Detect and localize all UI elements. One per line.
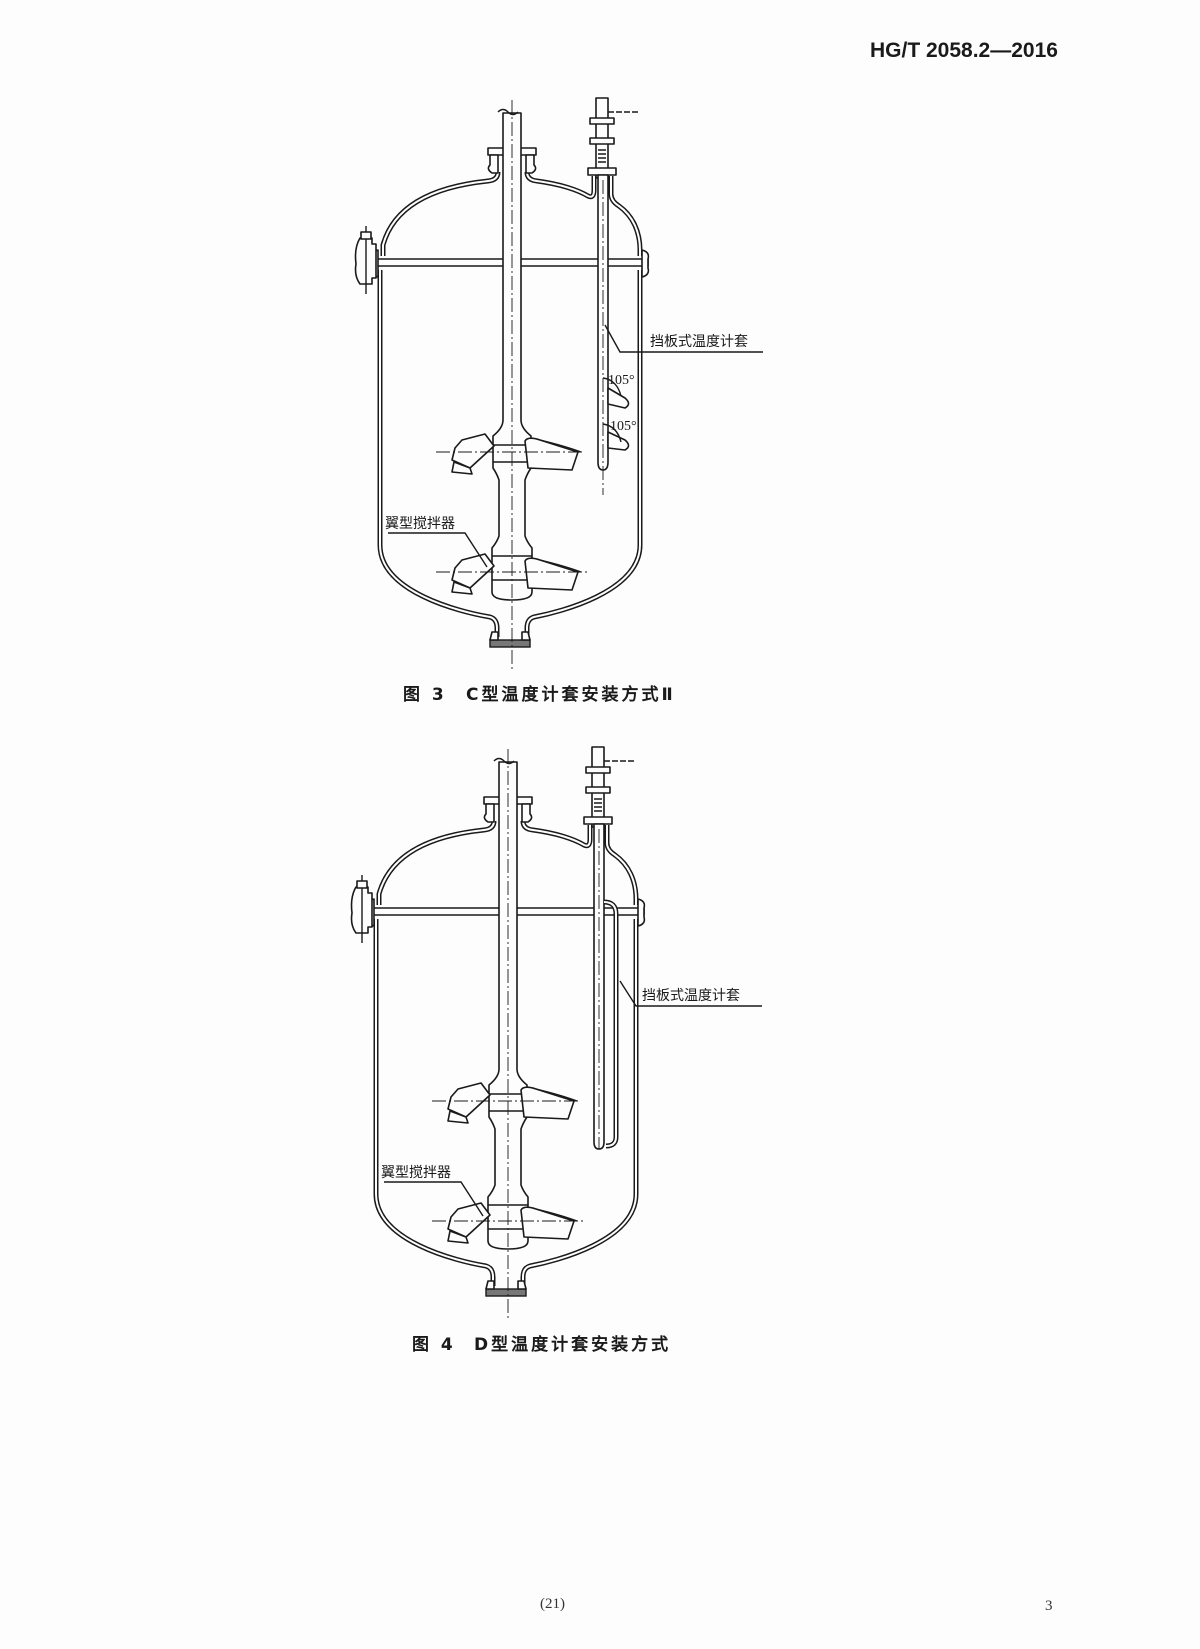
- caption-title: D型温度计套安装方式: [474, 1334, 671, 1355]
- standard-code: HG/T 2058.2—2016: [870, 39, 1058, 62]
- caption-number: 图 3: [403, 685, 447, 705]
- agitator-label: 翼型搅拌器: [385, 516, 455, 532]
- thermowell-label: 挡板式温度计套: [642, 988, 740, 1004]
- figure-4-drawing: 挡板式温度计套 翼型搅拌器: [352, 747, 762, 1319]
- baffle-thermowell-c: [597, 174, 630, 495]
- baffle-thermowell-d: [593, 823, 619, 1150]
- figure-3-drawing: 挡板式温度计套 105° 105° 翼型搅拌器: [356, 98, 763, 670]
- angle-label-upper: 105°: [608, 373, 635, 388]
- page-serial: (21): [540, 1596, 565, 1612]
- figure-4-caption: 图 4 D型温度计套安装方式: [412, 1334, 671, 1355]
- caption-number: 图 4: [412, 1335, 456, 1355]
- thermowell-leader-line: [619, 980, 762, 1007]
- agitator-leader-line: [388, 532, 488, 568]
- angle-label-lower: 105°: [610, 419, 637, 434]
- thermowell-label: 挡板式温度计套: [650, 334, 748, 350]
- caption-title: C型温度计套安装方式Ⅱ: [466, 684, 676, 705]
- figure-3-caption: 图 3 C型温度计套安装方式Ⅱ: [403, 684, 676, 705]
- agitator-leader-line: [384, 1181, 484, 1217]
- page-number: 3: [1045, 1598, 1053, 1614]
- agitator-label: 翼型搅拌器: [381, 1165, 451, 1181]
- thermowell-leader-line: [604, 324, 763, 353]
